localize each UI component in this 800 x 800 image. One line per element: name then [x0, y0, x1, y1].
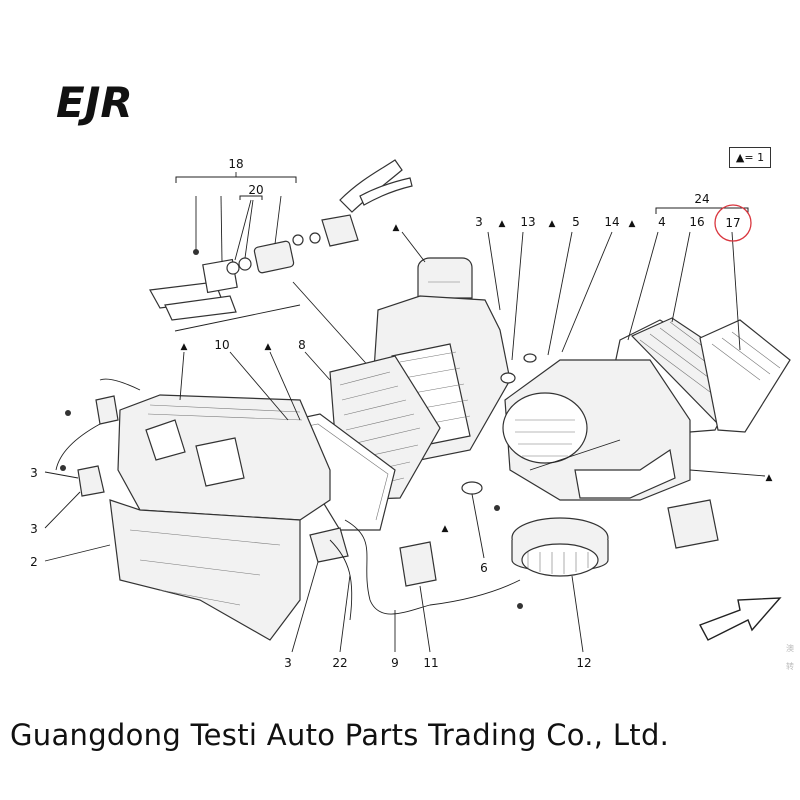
- callout-9: 9: [391, 656, 399, 670]
- screw: [60, 249, 523, 609]
- temp-sensor-left-upper: [55, 378, 141, 471]
- triangle-marker: ▲: [549, 219, 556, 229]
- callout-13: 13: [520, 215, 535, 229]
- callout-8: 8: [298, 338, 306, 352]
- callout-10: 10: [214, 338, 229, 352]
- callout-14: 14: [604, 215, 619, 229]
- callout-12: 12: [576, 656, 591, 670]
- callout-6: 6: [480, 561, 488, 575]
- callout-3-left-lower: 3: [30, 522, 38, 536]
- highlight-circle: [714, 204, 752, 242]
- blower-housing: [502, 359, 691, 501]
- company-logo: EJR: [56, 78, 133, 127]
- actuator: [309, 527, 349, 563]
- bracket-18: [175, 172, 297, 200]
- triangle-marker: ▲: [181, 342, 188, 352]
- expansion-valve-group: [149, 159, 413, 321]
- callout-4: 4: [658, 215, 666, 229]
- temp-sensor-left-lower: [77, 465, 105, 497]
- callout-17: 17: [725, 216, 740, 230]
- callout-18: 18: [228, 157, 243, 171]
- leader-lines: [44, 231, 766, 653]
- triangle-marker: ▲: [499, 219, 506, 229]
- company-name: Guangdong Testi Auto Parts Trading Co., …: [10, 718, 670, 752]
- wiring-harness: [329, 499, 719, 621]
- direction-arrow: [699, 597, 782, 641]
- callout-22: 22: [332, 656, 347, 670]
- blower-motor: [511, 517, 609, 577]
- triangle-marker: ▲: [265, 342, 272, 352]
- cabin-filter-stack: [611, 317, 791, 433]
- svg-text:EJR: EJR: [56, 78, 133, 127]
- watermark: 澳 转: [786, 640, 798, 676]
- callout-11: 11: [423, 656, 438, 670]
- legend-box: ▲= 1: [729, 147, 771, 168]
- main-hvac-housing: [109, 394, 331, 641]
- callout-3-bottom: 3: [284, 656, 292, 670]
- callout-labels: 18 20 24 3 13 5 14 4 16 17 10 8 3 3 2 6 …: [30, 157, 740, 670]
- callout-24: 24: [694, 192, 709, 206]
- triangle-marker: ▲: [442, 524, 449, 534]
- triangle-marker: ▲: [629, 219, 636, 229]
- callout-3-top: 3: [475, 215, 483, 229]
- triangle-marker: ▲: [766, 473, 773, 483]
- triangle-markers: ▲ ▲ ▲ ▲ ▲ ▲ ▲ ▲: [181, 219, 773, 534]
- callout-16: 16: [689, 215, 704, 229]
- triangle-marker: ▲: [393, 223, 400, 233]
- sensor-module: [401, 231, 473, 299]
- callout-20: 20: [248, 183, 263, 197]
- bracket-24: [655, 207, 749, 214]
- watermark-char: 澳: [786, 644, 794, 653]
- callout-2: 2: [30, 555, 38, 569]
- watermark-char: 转: [786, 662, 794, 671]
- callout-3-left-upper: 3: [30, 466, 38, 480]
- callout-5: 5: [572, 215, 580, 229]
- grommet: [461, 353, 537, 495]
